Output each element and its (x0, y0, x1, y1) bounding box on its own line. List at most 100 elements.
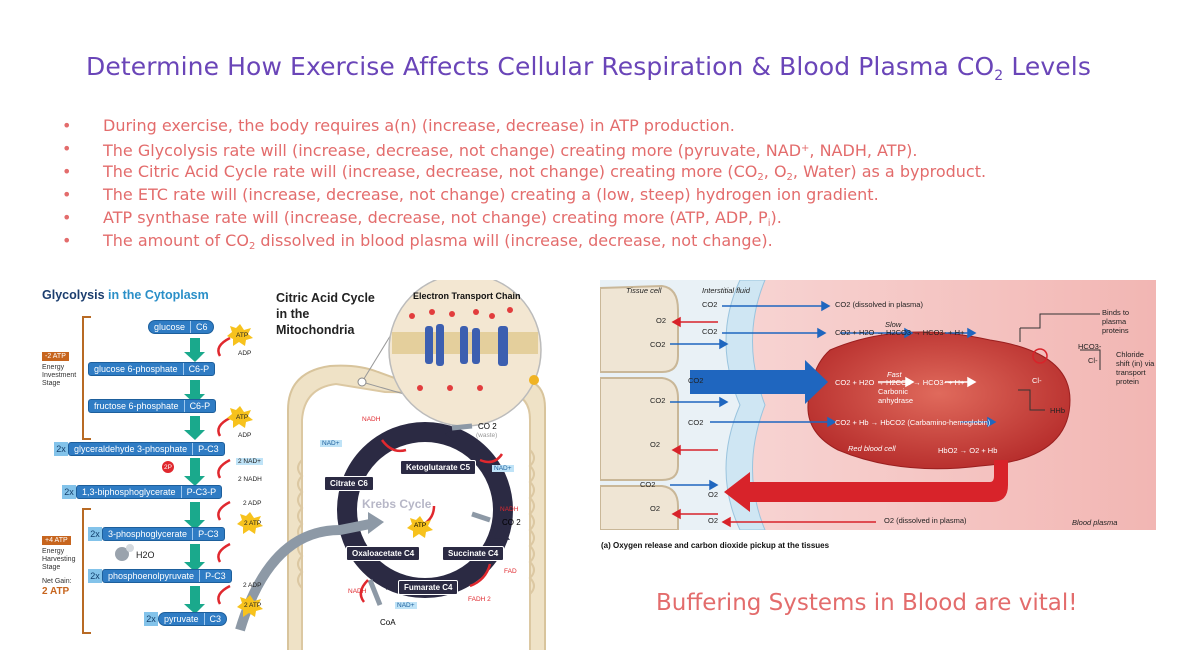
title-tail: Levels (1003, 52, 1091, 81)
oxaloacetate-label: Oxaloacetate C4 (346, 546, 421, 561)
question-item: The Citric Acid Cycle rate will (increas… (62, 160, 1112, 183)
slow-equation: CO2 + H2O → H2CO3 → HCO3- + H+ (835, 328, 965, 337)
nadh-label: NADH (362, 416, 381, 423)
co2-label: CO2 (650, 340, 666, 349)
question-item: ATP synthase rate will (increase, decrea… (62, 206, 1112, 229)
multiplier-badge: 2x (144, 612, 158, 626)
nadh-label: 2 NADH (238, 476, 262, 483)
glycolysis-title: Glycolysis in the Cytoplasm (42, 288, 209, 302)
title-main: Determine How Exercise Affects Cellular … (86, 52, 995, 81)
tissue-cell-label: Tissue cell (626, 286, 662, 295)
blood-plasma-label: Blood plasma (1072, 518, 1118, 527)
interstitial-label: Interstitial fluid (702, 286, 750, 295)
investment-brace (82, 316, 91, 440)
subscript: 2 (786, 172, 793, 183)
question-text: , O (763, 162, 787, 181)
question-text: , Water) as a byproduct. (792, 162, 987, 181)
question-text: The Citric Acid Cycle rate will (increas… (103, 162, 758, 181)
question-text: The Glycolysis rate will (increase, decr… (103, 141, 802, 160)
figure-caption: (a) Oxygen release and carbon dioxide pi… (601, 541, 830, 550)
co2-label: CO 2 (502, 518, 521, 527)
fast-label: Fast (887, 370, 902, 379)
glycolysis-title-a: Glycolysis (42, 288, 105, 302)
buffer-statement: Buffering Systems in Blood are vital! (656, 590, 1078, 616)
question-text: During exercise, the body requires a(n) … (103, 116, 735, 135)
blood-gas-artwork (600, 280, 1156, 530)
multiplier-badge: 2x (88, 569, 102, 583)
o2-label: O2 (650, 504, 661, 513)
question-item: The amount of CO2 dissolved in blood pla… (62, 229, 1112, 252)
atp-label: ATP (236, 332, 249, 339)
question-text: The amount of CO (103, 231, 249, 250)
chloride-shift-label: Chloride shift (in) via transport protei… (1116, 350, 1155, 386)
nad-label: 2 NAD+ (236, 458, 263, 465)
atp-label: 2 ATP (244, 602, 262, 609)
slow-label: Slow (885, 320, 902, 329)
invest-tag: -2 ATP (42, 352, 69, 361)
fadh-label: FADH 2 (468, 596, 491, 603)
harvest-tag: +4 ATP (42, 536, 71, 545)
waste-label: (waste) (476, 432, 498, 439)
nad-label: NAD+ (492, 465, 514, 472)
cl-label: Cl- (1088, 356, 1098, 365)
binds-proteins-label: Binds to plasma proteins (1102, 308, 1130, 335)
glycolysis-title-b: in the Cytoplasm (104, 288, 209, 302)
question-text: ). (770, 208, 782, 227)
co2-label: CO2 (640, 480, 656, 489)
ketoglutarate-label: Ketoglutarate C5 (400, 460, 477, 475)
atp-label: ATP (236, 414, 249, 421)
co2-label: CO2 (688, 418, 704, 427)
co2-dissolved-label: CO2 (dissolved in plasma) (835, 300, 923, 309)
krebs-label: Krebs Cycle (362, 497, 432, 511)
question-item: The ETC rate will (increase, decrease, n… (62, 183, 1112, 206)
multiplier-badge: 2x (88, 527, 102, 541)
superscript: + (801, 143, 810, 154)
subscript: i (767, 218, 771, 229)
multiplier-badge: 2x (62, 485, 76, 499)
fad-label: FAD (504, 568, 517, 575)
question-text: , NADH, ATP). (809, 141, 918, 160)
adp-label: ADP (238, 432, 252, 439)
question-text: The ETC rate will (increase, decrease, n… (103, 185, 879, 204)
hco3-label: HCO3- (1078, 342, 1102, 351)
hhb-label: HHb (1050, 406, 1066, 415)
co2-label: CO2 (688, 376, 704, 385)
carbonic-anhydrase-label: Carbonic anhydrase (878, 387, 914, 405)
coa-label: CoA (380, 618, 396, 627)
harvest-brace (82, 508, 91, 634)
o2-label: O2 (650, 440, 661, 449)
multiplier-badge: 2x (54, 442, 68, 456)
fast-equation: CO2 + H2O → H2CO3 → HCO3- + H+ (835, 378, 965, 387)
carbamino-equation: CO2 + Hb → HbCO2 (Carbamino-hemoglobin) (835, 418, 991, 427)
respiration-artwork (115, 280, 546, 650)
adp-label: 2 ADP (243, 582, 262, 589)
etc-title: Electron Transport Chain (413, 291, 521, 301)
adp-label: 2 ADP (243, 500, 262, 507)
adp-label: ADP (238, 350, 252, 357)
page-title: Determine How Exercise Affects Cellular … (0, 52, 1177, 84)
hbo2-equation: HbO2 → O2 + Hb (938, 446, 998, 455)
title-subscript: 2 (994, 68, 1004, 84)
o2-label: O2 (708, 490, 719, 499)
subscript: 2 (757, 172, 764, 183)
o2-dissolved-label: O2 (dissolved in plasma) (884, 516, 967, 525)
question-list: During exercise, the body requires a(n) … (62, 114, 1112, 252)
nad-label: NAD+ (395, 602, 417, 609)
blood-gas-diagram: Tissue cell Interstitial fluid CO2 CO2 O… (600, 280, 1156, 530)
phosphate-label: 2P (164, 464, 172, 471)
o2-label: O2 (656, 316, 667, 325)
o2-label: O2 (708, 516, 719, 525)
respiration-diagram: Glycolysis in the Cytoplasm -2 ATP Energ… (40, 280, 560, 650)
atp-label: ATP (414, 522, 427, 529)
citrate-label: Citrate C6 (324, 476, 374, 491)
question-text: ATP synthase rate will (increase, decrea… (103, 208, 768, 227)
co2-label: CO2 (650, 396, 666, 405)
co2-label: CO 2 (478, 422, 497, 431)
co2-label: CO2 (702, 327, 718, 336)
